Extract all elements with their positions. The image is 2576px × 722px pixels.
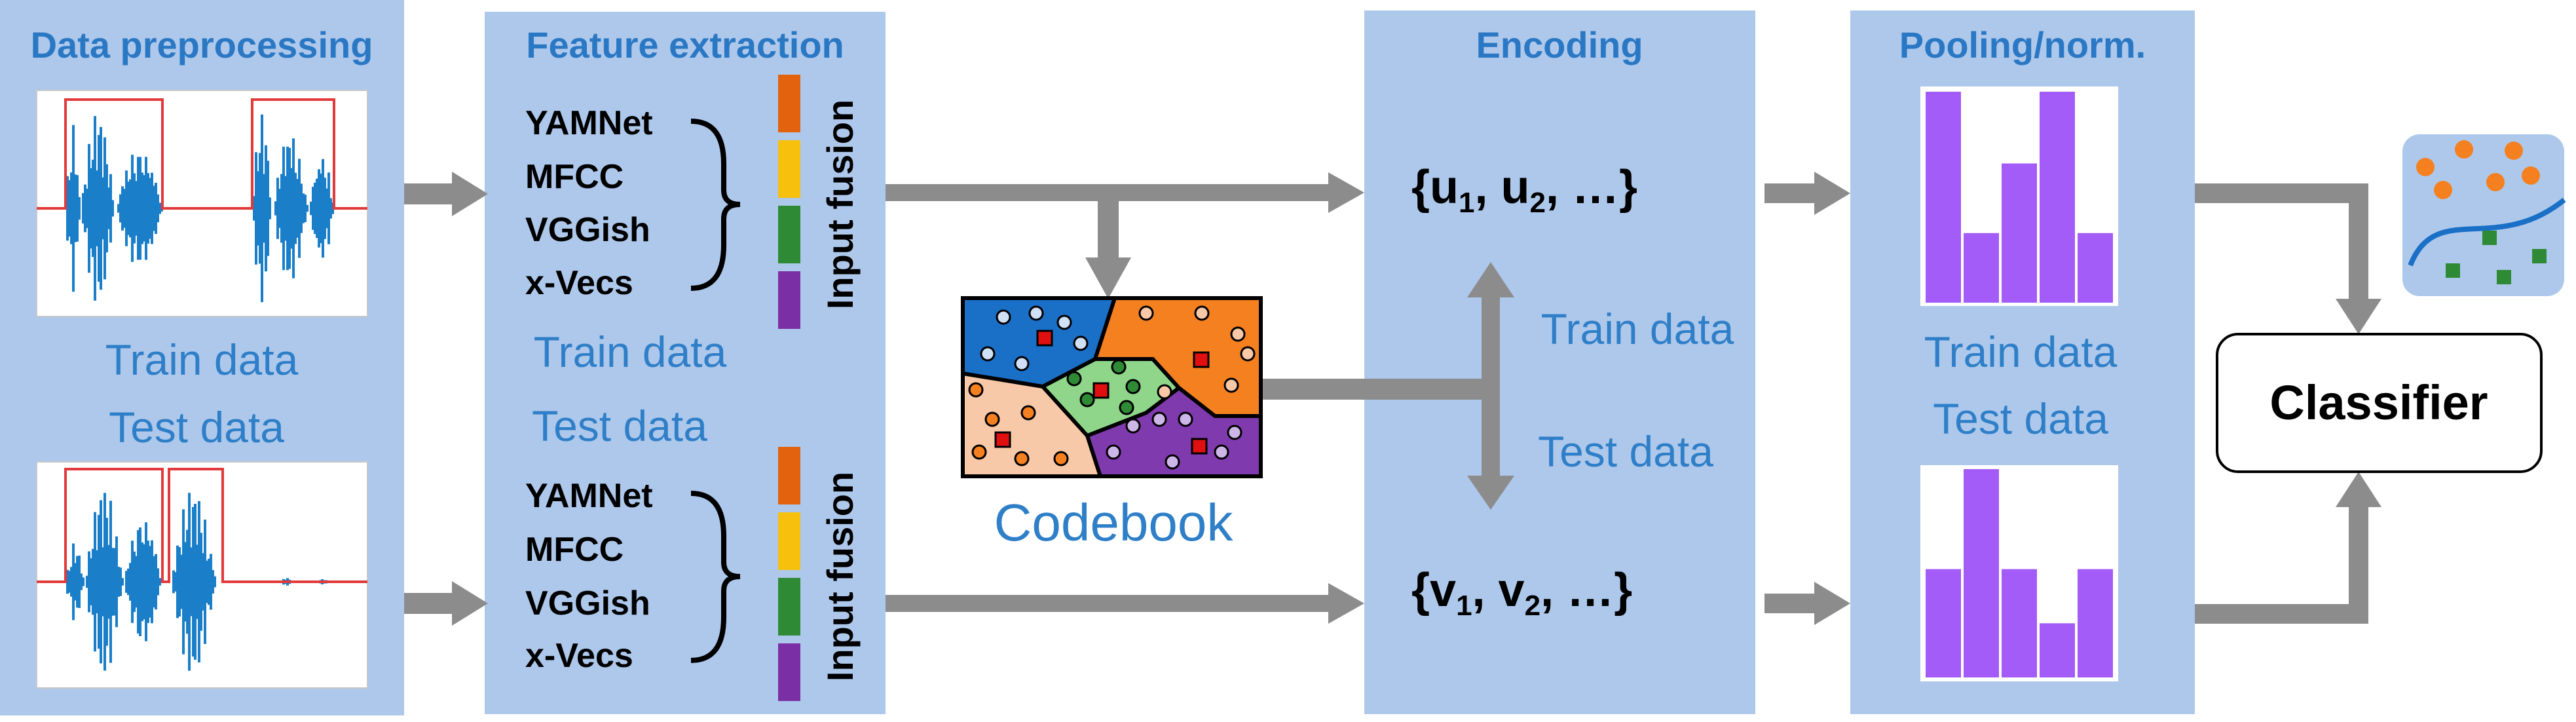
set-close: , …}: [1540, 564, 1632, 617]
feature-test-label: Test data: [532, 402, 707, 450]
test-histogram: [1920, 465, 2118, 681]
feature-color-block: [778, 140, 800, 198]
encoding-title: Encoding: [1476, 24, 1643, 66]
feature-color-block: [778, 206, 800, 263]
codebook-voronoi: [961, 296, 1263, 478]
classifier-label: Classifier: [2269, 375, 2488, 430]
histogram-bar: [1926, 92, 1961, 303]
pooling-test-label: Test data: [1933, 394, 2108, 443]
test-codeword-set: {v1, v2, …}: [1411, 564, 1632, 622]
feature-label: YAMNet: [525, 477, 653, 515]
codebook-points: [968, 305, 1256, 470]
subscript: 2: [1529, 187, 1545, 219]
subscript: 1: [1456, 590, 1472, 622]
set-middle: , u: [1474, 161, 1529, 214]
train-waveform-plot: [36, 90, 368, 317]
feature-train-label: Train data: [534, 328, 727, 376]
feature-color-block: [778, 271, 800, 329]
arrows: [404, 172, 2381, 626]
histogram-bar: [1964, 469, 1999, 677]
train-histogram: [1920, 86, 2118, 306]
feature-label: MFCC: [525, 531, 624, 569]
preprocessing-test-label: Test data: [109, 403, 284, 451]
histogram-bar: [2078, 569, 2113, 677]
feature-label: YAMNet: [525, 104, 653, 142]
histogram-bar: [1964, 233, 1999, 303]
feature-color-block: [778, 512, 800, 570]
codebook-label: Codebook: [994, 493, 1234, 552]
set-open: {u: [1411, 161, 1459, 214]
pooling-title: Pooling/norm.: [1899, 24, 2146, 66]
feature-extraction-title: Feature extraction: [526, 24, 844, 66]
classifier-icon: [2402, 134, 2566, 296]
panel-feature-extraction: [485, 12, 886, 714]
feature-color-block: [778, 578, 800, 636]
decision-boundary: [2408, 197, 2566, 267]
set-open: {v: [1411, 564, 1456, 617]
subscript: 2: [1525, 590, 1540, 622]
feature-label: VGGish: [525, 211, 650, 249]
feature-label: VGGish: [525, 584, 650, 622]
encoding-train-label: Train data: [1541, 305, 1734, 353]
feature-color-block: [778, 643, 800, 701]
preprocessing-train-label: Train data: [105, 335, 299, 384]
panel-encoding: [1364, 10, 1755, 714]
feature-label: MFCC: [525, 158, 624, 196]
set-middle: , v: [1472, 564, 1525, 617]
test-waveform-plot: [36, 461, 368, 689]
histogram-bar: [2002, 163, 2037, 303]
codebook-region: [1095, 298, 1261, 416]
feature-label: x-Vecs: [525, 637, 633, 675]
vad-line: [37, 98, 367, 210]
feature-list-train: YAMNet MFCC VGGish x-Vecs Input fusion: [525, 75, 861, 329]
histogram-bar: [2078, 233, 2113, 303]
fusion-bracket: [690, 491, 741, 663]
subscript: 1: [1459, 187, 1474, 219]
feature-list-test: YAMNet MFCC VGGish x-Vecs Input fusion: [525, 447, 861, 701]
feature-label: x-Vecs: [525, 264, 633, 302]
feature-color-block: [778, 75, 800, 132]
preprocessing-title: Data preprocessing: [31, 24, 373, 66]
pooling-train-label: Train data: [1924, 328, 2118, 376]
classifier-box: [2216, 333, 2543, 473]
codebook-region: [963, 373, 1100, 476]
input-fusion-label: Input fusion: [819, 472, 861, 681]
input-fusion-label: Input fusion: [819, 100, 861, 309]
train-codeword-set: {u1, u2, …}: [1411, 161, 1637, 219]
histogram-bar: [2040, 92, 2075, 303]
vad-line: [37, 468, 367, 583]
histogram-bar: [2040, 623, 2075, 677]
histogram-bar: [2002, 569, 2037, 677]
fusion-bracket: [690, 119, 741, 291]
feature-color-block: [778, 447, 800, 504]
encoding-test-label: Test data: [1538, 427, 1713, 476]
set-close: , …}: [1546, 161, 1637, 214]
histogram-bar: [1926, 569, 1961, 677]
